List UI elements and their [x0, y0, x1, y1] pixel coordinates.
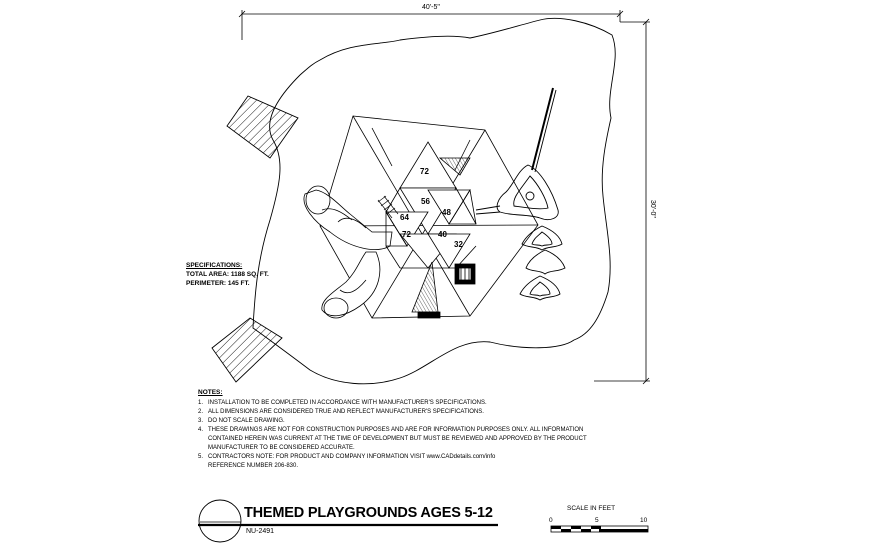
width-dimension — [238, 10, 624, 40]
height-dimension-label: 30'-0" — [649, 200, 656, 218]
hatched-surface-top — [226, 95, 299, 159]
deck-label: 40 — [438, 230, 447, 239]
deck-label: 48 — [442, 208, 451, 217]
scale-bar — [550, 525, 649, 533]
total-area: TOTAL AREA: 1188 SQ. FT. — [186, 271, 269, 278]
play-area-boundary — [252, 17, 616, 385]
note-item: 2.ALL DIMENSIONS ARE CONSIDERED TRUE AND… — [198, 409, 484, 415]
hatched-surface-bottom — [211, 317, 283, 383]
note-item-continued: CONTAINED HEREIN WAS CURRENT AT THE TIME… — [208, 436, 587, 442]
drawing-code: NU-2491 — [246, 528, 275, 535]
deck-label: 72 — [420, 167, 429, 176]
play-structure — [303, 115, 539, 319]
width-dimension-label: 40'-5" — [422, 4, 440, 11]
note-item: 5.CONTRACTORS NOTE: FOR PRODUCT AND COMP… — [198, 454, 496, 460]
title-circle — [198, 499, 242, 543]
specifications-heading: SPECIFICATIONS: — [186, 262, 243, 269]
deck-label: 32 — [454, 240, 463, 249]
note-item: 4.THESE DRAWINGS ARE NOT FOR CONSTRUCTIO… — [198, 427, 584, 433]
note-item-continued: MANUFACTURER TO BE CONSIDERED ACCURATE. — [208, 445, 355, 451]
note-item: 3.DO NOT SCALE DRAWING. — [198, 418, 285, 424]
scale-tick-label: 5 — [595, 517, 599, 524]
scale-tick-label: 10 — [640, 517, 648, 524]
notes-heading: NOTES: — [198, 389, 223, 396]
height-dimension — [594, 18, 650, 385]
spinner-equipment — [475, 87, 559, 221]
perimeter: PERIMETER: 145 FT. — [186, 280, 250, 287]
note-item: 1.INSTALLATION TO BE COMPLETED IN ACCORD… — [198, 400, 487, 406]
drawing-title: THEMED PLAYGROUNDS AGES 5-12 — [244, 505, 493, 521]
spring-riders — [519, 225, 566, 301]
deck-label: 72 — [402, 230, 411, 239]
deck-label: 64 — [400, 213, 409, 222]
note-item-continued: REFERENCE NUMBER 206-830. — [208, 463, 299, 469]
scale-label: SCALE IN FEET — [567, 505, 616, 512]
deck-label: 56 — [421, 197, 430, 206]
scale-tick-label: 0 — [549, 517, 553, 524]
